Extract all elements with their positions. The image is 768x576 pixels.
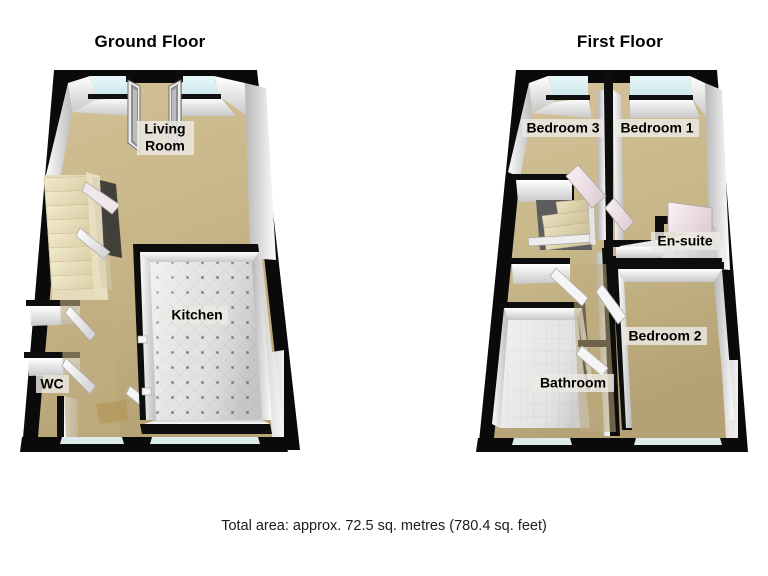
first-window-glass-left: [548, 76, 588, 98]
bedroom2-wallface-right: [714, 269, 734, 420]
first-wallface-top-r2: [690, 76, 707, 118]
first-window-reveal-left: [546, 95, 590, 100]
bedroom2-wallface-left: [618, 269, 632, 428]
door-living-hall: [81, 181, 121, 215]
first-wallface-left: [508, 83, 532, 178]
first-porch-glass-right: [634, 438, 722, 445]
total-area-caption: Total area: approx. 72.5 sq. metres (780…: [221, 518, 547, 534]
label-en-suite: En-suite: [651, 232, 720, 250]
wall-face-top-leftmid: [72, 97, 131, 116]
wall-face-right: [245, 83, 284, 437]
kitchen-wall-left: [133, 244, 148, 420]
stairwell-wall-top: [512, 174, 574, 180]
first-wallface-top-r1: [630, 98, 700, 118]
window-glass-right: [182, 76, 220, 97]
label-bedroom-1: Bedroom 1: [615, 119, 699, 137]
wall-face-top-right: [214, 76, 247, 116]
kitchen-wallface-top: [140, 252, 259, 262]
first-window-reveal-right: [629, 95, 693, 100]
label-bedroom-2: Bedroom 2: [623, 327, 707, 345]
hall-floor: [60, 300, 120, 437]
partition-wc: [57, 396, 64, 448]
first-porch-glass-left: [512, 438, 572, 445]
window-reveal-right: [181, 94, 221, 99]
first-landing-partitions: [572, 248, 620, 436]
entry-threshold: [96, 400, 128, 424]
first-top-wall-group: [529, 76, 707, 118]
first-wallface-top-l2: [532, 98, 592, 118]
stair-handrail: [92, 176, 112, 290]
label-kitchen: Kitchen: [166, 306, 228, 324]
porch-glass-2: [150, 437, 260, 444]
window-glass-left: [90, 76, 128, 97]
label-bathroom: Bathroom: [533, 374, 614, 392]
wall-bed3-bed1: [604, 70, 613, 256]
partition-hall-2: [24, 352, 80, 358]
door-bedroom1: [604, 197, 635, 233]
ground-hall-partitions: [24, 300, 120, 448]
kitchen-floor-shade: [150, 262, 262, 420]
door-bedroom3: [565, 164, 607, 209]
first-wallface-top-l1: [529, 76, 554, 112]
bedroom2-wallface-top: [618, 269, 722, 282]
kitchen-wallface-right: [252, 252, 272, 420]
bathroom-wallface-top: [504, 308, 582, 320]
label-bathroom-text: Bathroom: [540, 375, 606, 391]
bathroom-wallface-left: [492, 308, 508, 428]
label-living-room: Living Room: [137, 121, 194, 155]
ground-kitchen: [133, 244, 272, 434]
kitchen-wallface-left: [140, 252, 156, 420]
door-hall-mid: [64, 305, 97, 342]
label-living-room-line2: Room: [145, 138, 185, 154]
label-wc: WC: [36, 375, 69, 393]
door-landing-stairs: [549, 267, 589, 307]
first-stair-treads: [541, 198, 593, 251]
stairwell-wall-bottom: [508, 258, 570, 264]
first-internal-doors[interactable]: [549, 164, 713, 377]
bathroom-wall-top: [500, 302, 582, 308]
wall-face-right-upper: [245, 83, 276, 260]
first-bottom-wall: [476, 438, 742, 452]
ensuite-wall-bottom: [612, 256, 722, 263]
bedroom2-wall-top: [612, 262, 724, 269]
ground-bottom-wall: [20, 400, 288, 452]
first-wallface-right: [705, 83, 738, 438]
label-en-suite-text: En-suite: [657, 233, 712, 249]
label-living-room-line1: Living: [144, 121, 185, 137]
first-central-wall: [598, 70, 624, 256]
label-kitchen-text: Kitchen: [171, 307, 222, 323]
door-jamb-right: [176, 70, 183, 82]
kitchen-door-jamb-upper: [137, 335, 148, 344]
partition-hall-1: [26, 300, 80, 306]
window-reveal-left: [88, 94, 130, 99]
label-bedroom-2-text: Bedroom 2: [628, 328, 701, 344]
wall-face-top-left: [68, 76, 96, 112]
kitchen-wall-top: [133, 244, 259, 252]
door-jamb-left: [126, 70, 133, 82]
porch-glass: [60, 437, 124, 444]
kitchen-wallface-bottom: [144, 420, 270, 424]
ground-top-wall-group: [68, 70, 247, 116]
first-window-glass-right: [630, 76, 692, 98]
door-understair: [75, 227, 111, 260]
door-bedroom2: [595, 283, 627, 325]
label-bedroom-3-text: Bedroom 3: [526, 120, 599, 136]
stairwell-wallface-top: [516, 180, 572, 202]
label-bedroom-3: Bedroom 3: [522, 119, 604, 137]
door-wc: [61, 357, 97, 395]
ground-floor-title: Ground Floor: [94, 32, 206, 51]
label-bedroom-1-text: Bedroom 1: [620, 120, 693, 136]
kitchen-door-jamb-lower: [141, 387, 152, 396]
kitchen-wall-bottom: [140, 424, 272, 434]
label-wc-text: WC: [40, 376, 63, 392]
wall-face-left-upper: [46, 83, 72, 180]
wall-face-top-rightmid: [182, 97, 236, 116]
first-floor-title: First Floor: [576, 32, 664, 51]
